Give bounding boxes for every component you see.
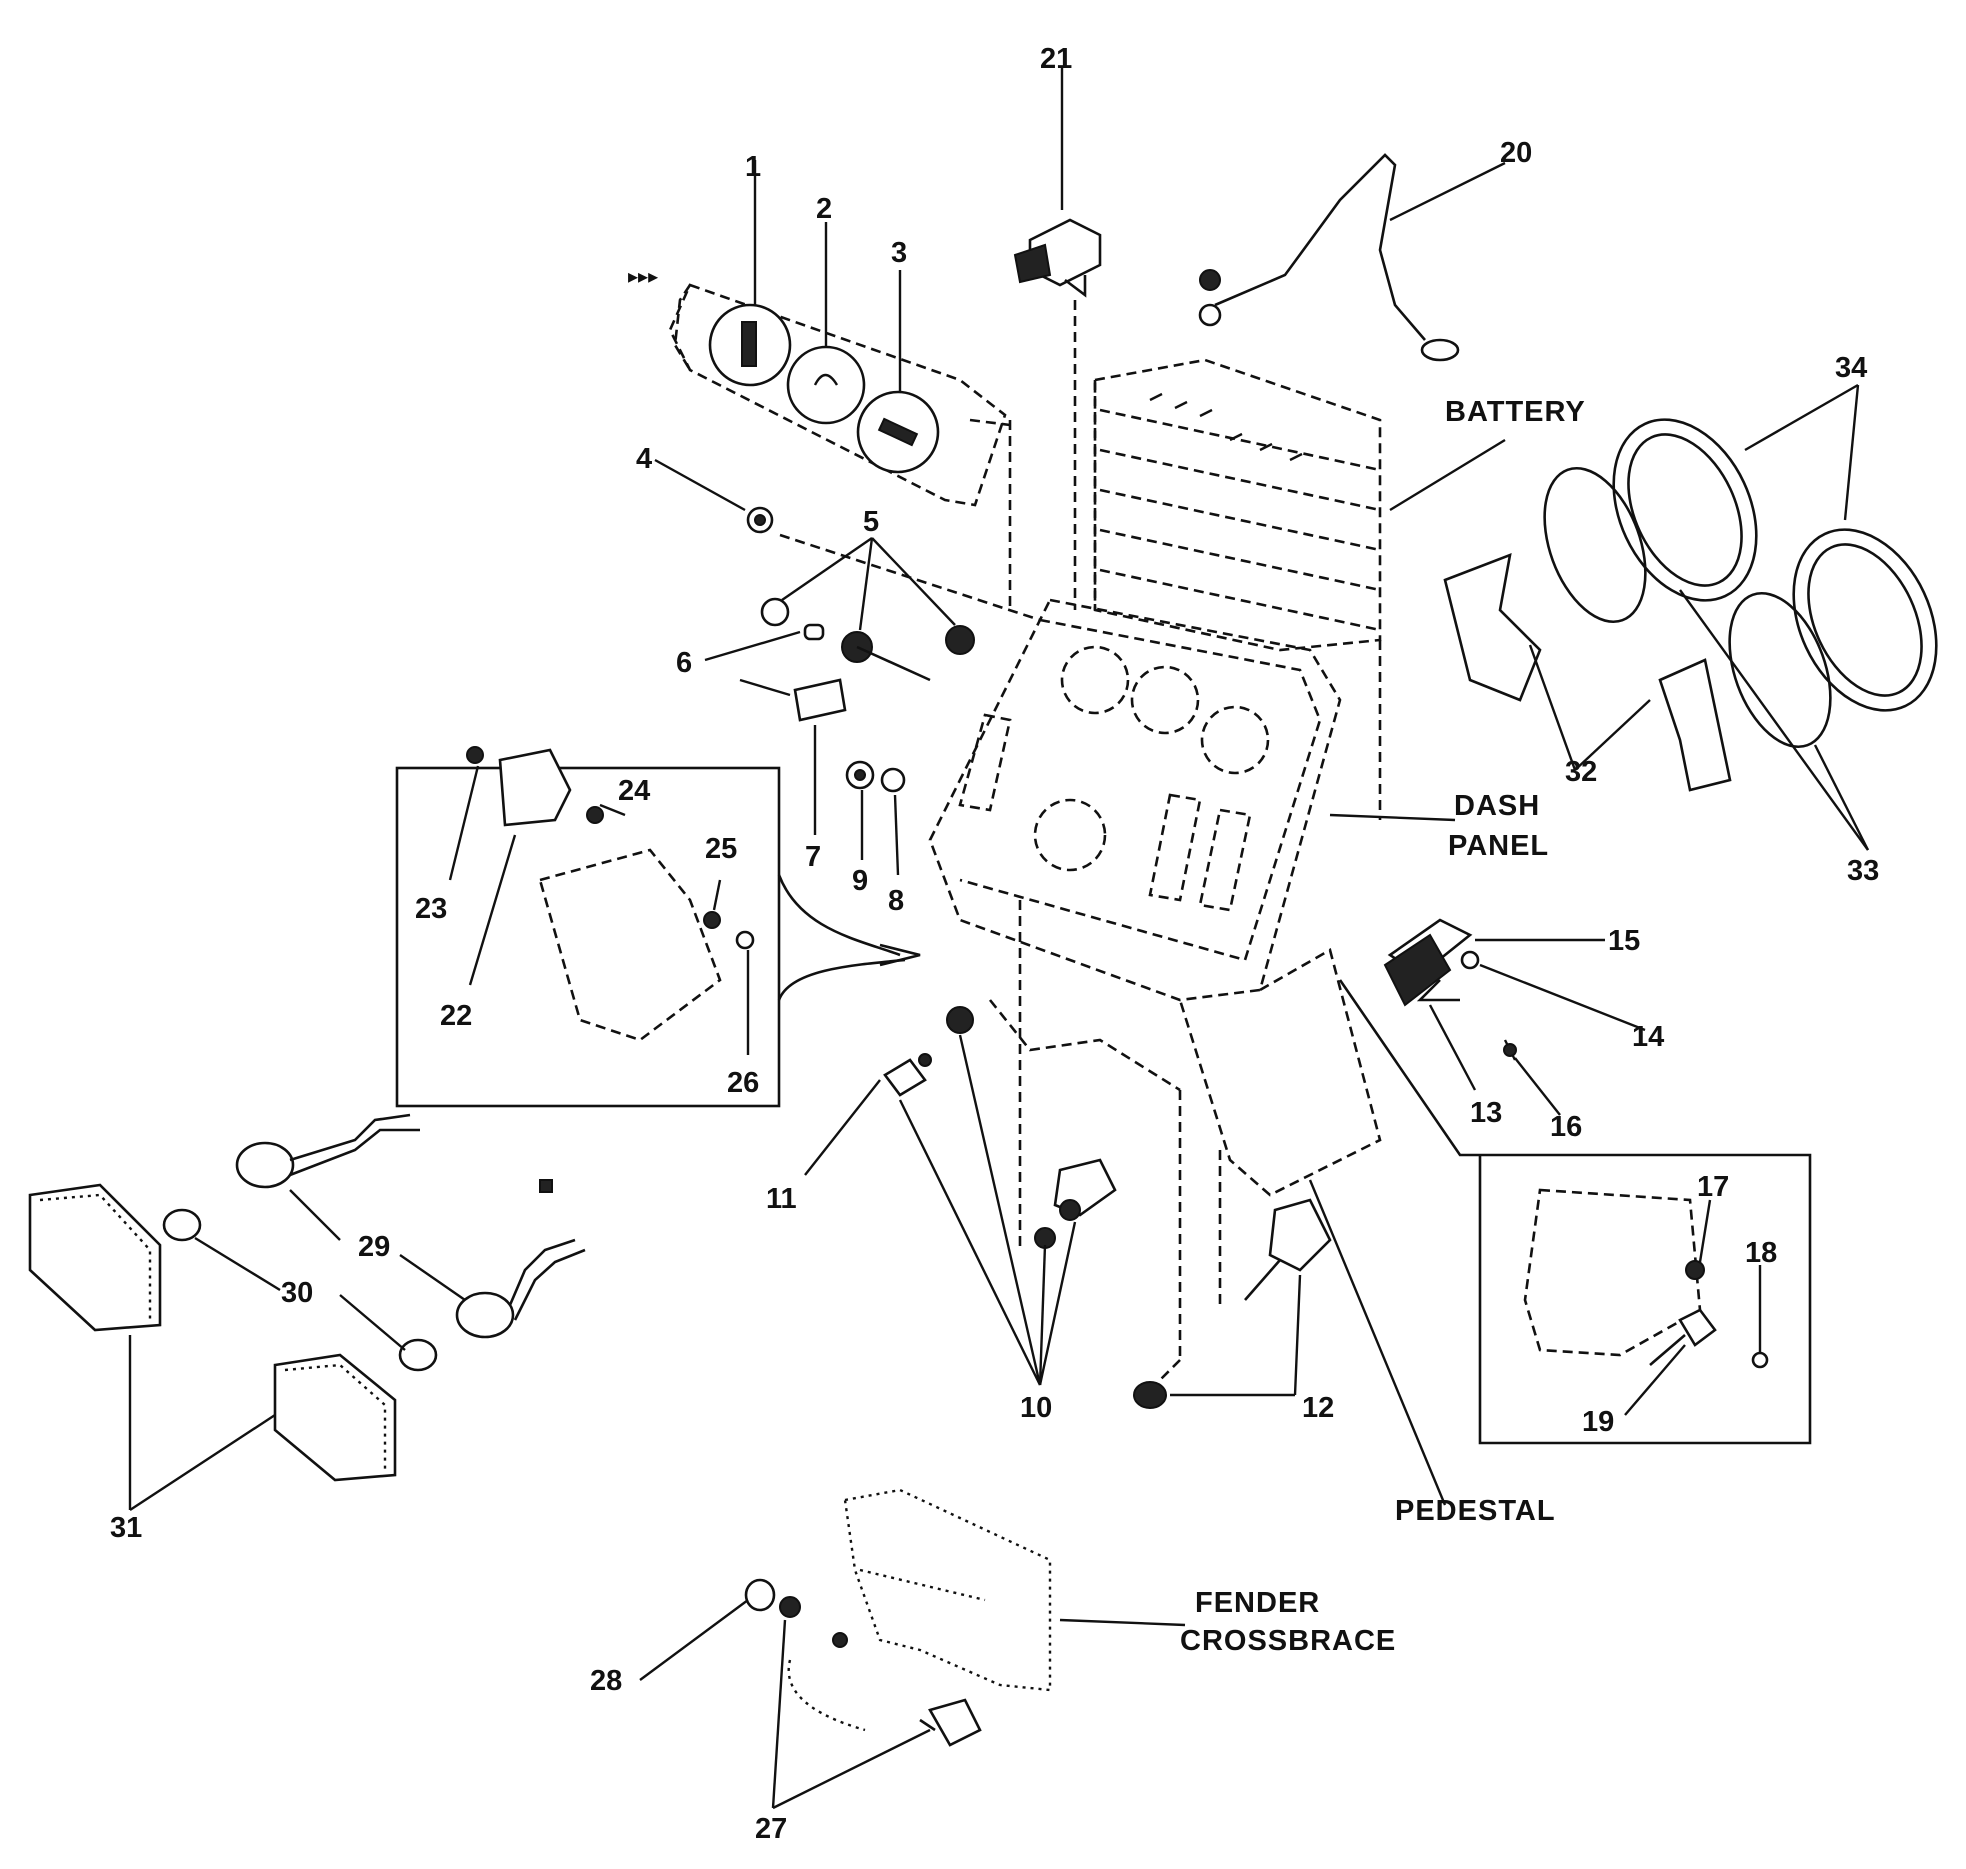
callout-10: 10 xyxy=(1020,1392,1052,1424)
switch-5 xyxy=(760,597,975,682)
light-27-28 xyxy=(744,1578,982,1747)
switch-12 xyxy=(1133,1198,1332,1409)
component-labels: BATTERY DASH PANEL PEDESTAL FENDER CROSS… xyxy=(1180,396,1586,1657)
gauge-2 xyxy=(786,345,866,425)
gauge-1 xyxy=(708,303,792,387)
callout-22: 22 xyxy=(440,1000,472,1032)
callout-7: 7 xyxy=(805,841,821,873)
pedestal xyxy=(988,948,1382,1360)
connector-7 xyxy=(739,678,847,722)
callout-18: 18 xyxy=(1745,1237,1777,1269)
callout-31: 31 xyxy=(110,1512,142,1544)
fender-crossbrace-label-line1: FENDER xyxy=(1195,1587,1320,1619)
callout-12: 12 xyxy=(1302,1392,1334,1424)
callout-27: 27 xyxy=(755,1813,787,1845)
callout-13: 13 xyxy=(1470,1097,1502,1129)
panel-light-13-15 xyxy=(1383,918,1517,1061)
callout-19: 19 xyxy=(1582,1406,1614,1438)
callout-numbers: 1 2 3 4 5 6 7 8 9 10 11 12 13 14 15 16 1… xyxy=(110,43,1879,1845)
switch-17-19 xyxy=(1523,1188,1769,1369)
sender-unit-21 xyxy=(1013,218,1102,298)
dash-panel-label-line1: DASH xyxy=(1454,790,1540,822)
callout-1: 1 xyxy=(745,151,761,183)
battery-cable-20 xyxy=(1198,153,1460,362)
dash-panel xyxy=(928,598,1342,1002)
callout-17: 17 xyxy=(1697,1171,1729,1203)
gaskets-32 xyxy=(1443,552,1732,792)
callout-14: 14 xyxy=(1632,1021,1664,1053)
lens-33 xyxy=(1543,466,1832,749)
inset-box-22-26 xyxy=(395,766,781,1108)
callout-6: 6 xyxy=(676,647,692,679)
battery xyxy=(1093,358,1382,820)
pedestal-label: PEDESTAL xyxy=(1395,1495,1556,1527)
callout-16: 16 xyxy=(1550,1111,1582,1143)
callout-25: 25 xyxy=(705,833,737,865)
callout-3: 3 xyxy=(891,237,907,269)
callout-26: 26 xyxy=(727,1067,759,1099)
callout-34: 34 xyxy=(1835,352,1867,384)
callout-32: 32 xyxy=(1565,756,1597,788)
switch-10 xyxy=(946,1006,1117,1249)
callout-21: 21 xyxy=(1040,43,1072,75)
switch-bracket-22 xyxy=(466,746,755,1042)
callout-11: 11 xyxy=(766,1183,797,1215)
callout-33: 33 xyxy=(1847,855,1879,887)
knob-4 xyxy=(746,506,774,534)
lamps-31 xyxy=(28,1183,397,1482)
svg-text:▸▸▸: ▸▸▸ xyxy=(628,266,658,288)
bushing-6 xyxy=(803,623,825,641)
callout-30: 30 xyxy=(281,1277,313,1309)
bulbs-30 xyxy=(162,1208,438,1372)
inset-box-17-19 xyxy=(1338,979,1812,1445)
switch-11 xyxy=(883,1053,932,1097)
callout-24: 24 xyxy=(618,775,650,807)
callout-28: 28 xyxy=(590,1665,622,1697)
fender-crossbrace xyxy=(787,1488,1052,1732)
washer-9 xyxy=(845,760,875,790)
callout-23: 23 xyxy=(415,893,447,925)
callout-29: 29 xyxy=(358,1231,390,1263)
sockets-29 xyxy=(235,1113,586,1339)
callout-4: 4 xyxy=(636,443,652,475)
instrument-cluster: ▸▸▸ xyxy=(628,266,1012,610)
callout-5: 5 xyxy=(863,506,879,538)
callout-8: 8 xyxy=(888,885,904,917)
callout-15: 15 xyxy=(1608,925,1640,957)
callout-20: 20 xyxy=(1500,137,1532,169)
fender-crossbrace-label-line2: CROSSBRACE xyxy=(1180,1625,1396,1657)
callout-9: 9 xyxy=(852,865,868,897)
gauge-3 xyxy=(856,390,940,474)
callout-2: 2 xyxy=(816,193,832,225)
battery-label: BATTERY xyxy=(1445,396,1586,428)
dash-panel-label-line2: PANEL xyxy=(1448,830,1549,862)
bezels-34 xyxy=(1612,418,1938,712)
nut-8 xyxy=(880,767,906,793)
